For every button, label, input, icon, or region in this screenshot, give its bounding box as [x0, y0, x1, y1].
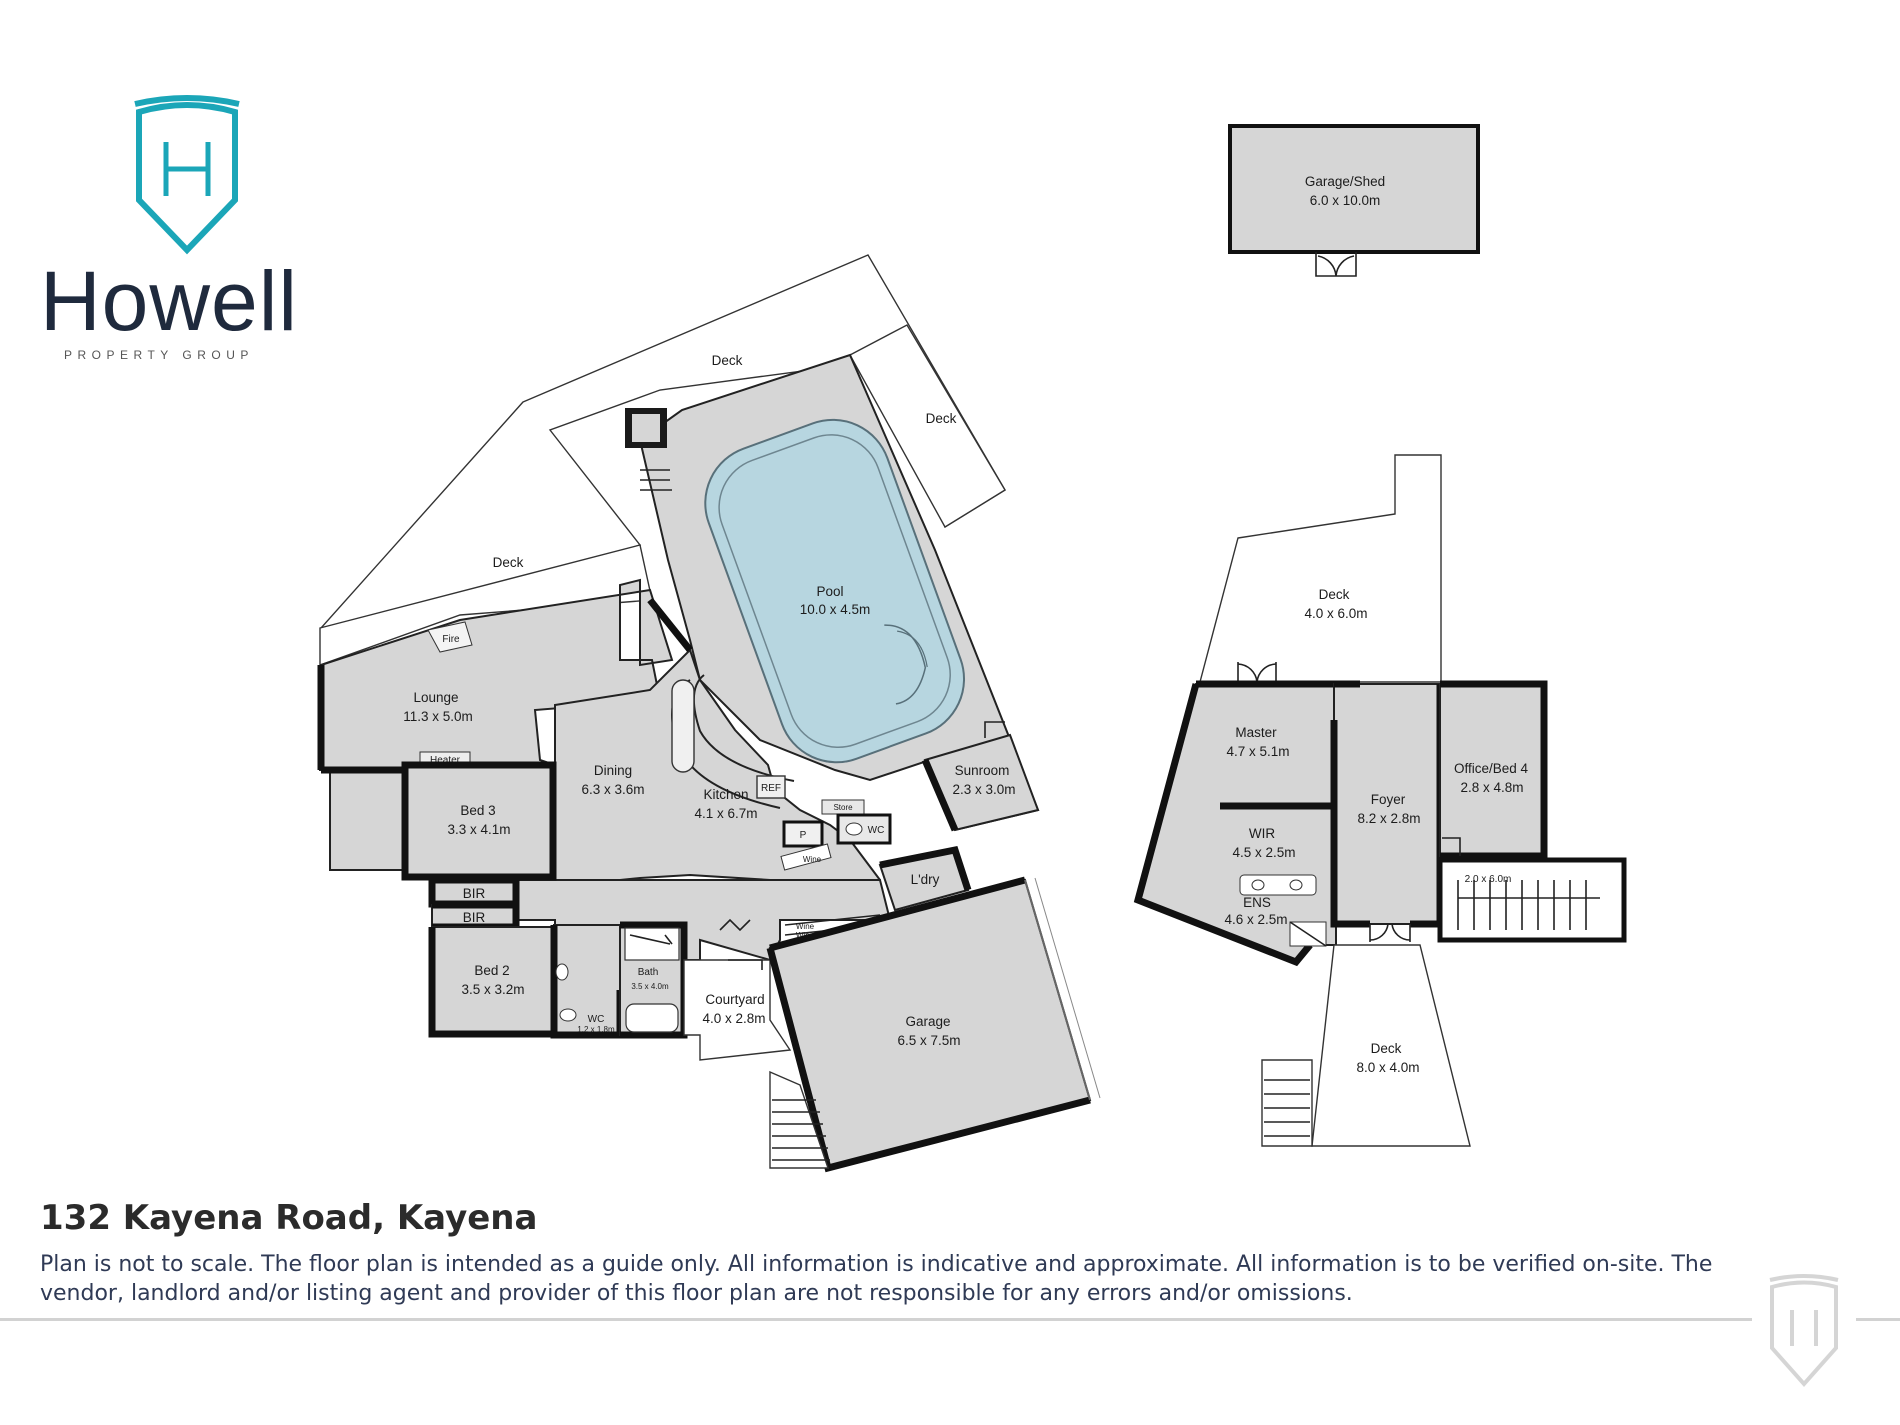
master-name: Master	[1235, 725, 1277, 740]
wc-small-size: 1.2 x 1.8m	[577, 1025, 615, 1034]
ens-name: ENS	[1243, 895, 1271, 910]
foyer-name: Foyer	[1371, 792, 1406, 807]
bed2-size: 3.5 x 3.2m	[461, 982, 524, 997]
footer-divider	[0, 1318, 1752, 1321]
bed3-name: Bed 3	[460, 803, 495, 818]
fire-label: Fire	[442, 634, 460, 645]
footer-divider-end	[1856, 1318, 1900, 1321]
ref-label: REF	[761, 783, 781, 794]
garage-shed: Garage/Shed 6.0 x 10.0m	[1228, 124, 1480, 277]
sunroom-size: 2.3 x 3.0m	[952, 782, 1015, 797]
brand-tagline: PROPERTY GROUP	[64, 348, 254, 362]
garage-shed-name: Garage/Shed	[1305, 174, 1385, 189]
wir-size: 4.5 x 2.5m	[1232, 845, 1295, 860]
east-deck-top: Deck 4.0 x 6.0m	[1199, 454, 1442, 683]
east-office: Office/Bed 4 2.8 x 4.8m	[1439, 680, 1548, 860]
bath-name: Bath	[638, 967, 659, 978]
bed2-name: Bed 2	[474, 963, 509, 978]
east-deck-bottom: Deck 8.0 x 4.0m	[1261, 944, 1471, 1147]
bir1-label: BIR	[463, 886, 486, 901]
garage-stairs	[769, 1070, 830, 1169]
courtyard-name: Courtyard	[705, 992, 764, 1007]
dining-name: Dining	[594, 763, 632, 778]
deck-north-label: Deck	[712, 353, 743, 368]
pool-area: Pool 10.0 x 4.5m	[625, 353, 1040, 832]
east-deck-top-size: 4.0 x 6.0m	[1304, 606, 1367, 621]
wir-name: WIR	[1249, 826, 1275, 841]
east-deck-bottom-name: Deck	[1371, 1041, 1402, 1056]
kitchen-name: Kitchen	[703, 787, 748, 802]
brand-name: Howell	[40, 254, 298, 348]
bed2: Bed 2 3.5 x 3.2m	[428, 926, 558, 1038]
wine-hall-1-label: Wine	[796, 922, 815, 931]
dining-size: 6.3 x 3.6m	[581, 782, 644, 797]
master-size: 4.7 x 5.1m	[1226, 744, 1289, 759]
office-size: 2.8 x 4.8m	[1460, 780, 1523, 795]
deck-northeast-label: Deck	[926, 411, 957, 426]
bathroom-wing: WC 1.2 x 1.8m Bath 3.5 x 4.0m	[550, 921, 688, 1039]
east-deck-bottom-size: 8.0 x 4.0m	[1356, 1060, 1419, 1075]
wc-main-label: WC	[868, 825, 885, 836]
pantry-label: P	[800, 830, 807, 841]
pool-size: 10.0 x 4.5m	[800, 602, 871, 617]
garage: Garage 6.5 x 7.5m	[766, 876, 1101, 1173]
wine-kitchen-label: Wine	[803, 855, 822, 864]
sunroom: Sunroom 2.3 x 3.0m	[921, 721, 1040, 832]
courtyard-size: 4.0 x 2.8m	[702, 1011, 765, 1026]
main-decks: Deck Deck Deck	[319, 254, 1006, 666]
brand-logo: Howell PROPERTY GROUP	[40, 95, 298, 362]
garage-size: 6.5 x 7.5m	[897, 1033, 960, 1048]
east-stairs: 2.0 x 6.0m	[1437, 857, 1627, 943]
disclaimer-text: Plan is not to scale. The floor plan is …	[40, 1252, 1713, 1306]
bed3-size: 3.3 x 4.1m	[447, 822, 510, 837]
laundry-label: L'dry	[911, 872, 940, 887]
watermark-shield-icon	[1769, 1274, 1839, 1388]
office-name: Office/Bed 4	[1454, 761, 1529, 776]
courtyard: Courtyard 4.0 x 2.8m	[683, 959, 792, 1061]
deck-west-label: Deck	[493, 555, 524, 570]
stairs-landing-size: 2.0 x 6.0m	[1465, 874, 1512, 885]
store-label: Store	[833, 803, 853, 812]
ens-size: 4.6 x 2.5m	[1224, 912, 1287, 927]
bed3: Bed 3 3.3 x 4.1m	[401, 761, 557, 881]
birs: BIR BIR	[428, 876, 520, 931]
lounge-size: 11.3 x 5.0m	[403, 709, 473, 724]
bir2-label: BIR	[463, 910, 486, 925]
laundry: L'dry	[878, 845, 972, 912]
garage-shed-size: 6.0 x 10.0m	[1310, 193, 1381, 208]
kitchen-size: 4.1 x 6.7m	[694, 806, 757, 821]
sunroom-name: Sunroom	[955, 763, 1010, 778]
dining-kitchen: REF P Store WC Wine Dining 6.3 x 3.6m Ki…	[554, 597, 892, 912]
east-foyer: Foyer 8.2 x 2.8m	[1330, 680, 1444, 942]
foyer-size: 8.2 x 2.8m	[1357, 811, 1420, 826]
garage-name: Garage	[905, 1014, 950, 1029]
heater-label: Heater	[430, 755, 461, 766]
east-deck-top-name: Deck	[1319, 587, 1350, 602]
lounge-name: Lounge	[413, 690, 458, 705]
bath-size: 3.5 x 4.0m	[631, 982, 669, 991]
wc-small-name: WC	[588, 1014, 605, 1025]
shield-icon	[136, 102, 238, 255]
property-address: 132 Kayena Road, Kayena	[40, 1198, 538, 1238]
pool-name: Pool	[816, 584, 843, 599]
east-master-suite: Master 4.7 x 5.1m WIR 4.5 x 2.5m ENS 4.6…	[1133, 680, 1337, 967]
